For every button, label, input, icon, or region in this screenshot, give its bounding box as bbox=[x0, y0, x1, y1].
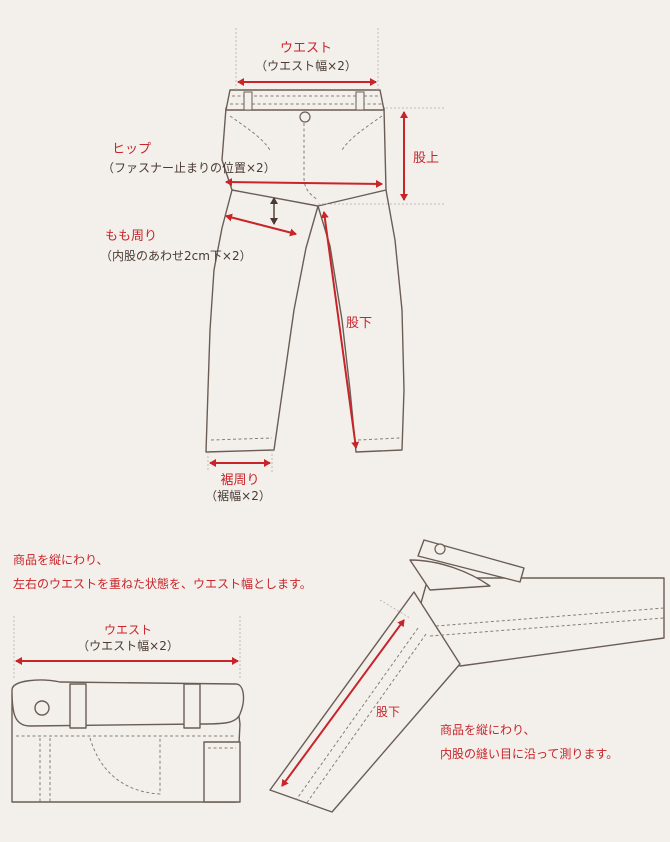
inseam-instruction-line-1: 商品を縦にわり、 bbox=[440, 722, 536, 737]
belt-loop bbox=[243, 91, 253, 111]
inseam-arrow bbox=[320, 211, 360, 449]
belt-loop bbox=[355, 91, 365, 111]
hip-label: ヒップ bbox=[112, 142, 151, 157]
folded-leg-guide bbox=[379, 599, 411, 619]
waist-instruction-line-1: 商品を縦にわり、 bbox=[13, 552, 109, 567]
button-icon bbox=[299, 111, 311, 123]
hem-note: （裾幅×2） bbox=[205, 488, 271, 503]
waist-note: （ウエスト幅×2） bbox=[255, 58, 357, 73]
hip-note: （ファスナー止まりの位置×2） bbox=[102, 160, 276, 175]
hem-label: 裾周り bbox=[220, 473, 259, 488]
button-icon bbox=[434, 543, 446, 555]
folded-inseam-arrow bbox=[281, 619, 405, 787]
guide-lines bbox=[207, 28, 445, 472]
waist-instruction-line-2: 左右のウエストを重ねた状態を、ウエスト幅とします。 bbox=[13, 576, 312, 591]
waist-closeup-stitching bbox=[16, 735, 236, 802]
waist-closeup-illustration bbox=[11, 679, 245, 803]
thigh-label: もも周り bbox=[105, 229, 157, 244]
waist-closeup-guides bbox=[13, 616, 241, 680]
waist-closeup-note: （ウエスト幅×2） bbox=[77, 638, 179, 653]
inseam-instruction-line-2: 内股の縫い目に沿って測ります。 bbox=[440, 746, 618, 761]
waist-closeup-label: ウエスト bbox=[104, 623, 152, 637]
trousers-front-illustration bbox=[205, 89, 405, 453]
thigh-note: （内股のあわせ2cm下×2） bbox=[100, 249, 252, 263]
hip-arrow bbox=[225, 178, 383, 188]
inseam-label: 股下 bbox=[346, 316, 372, 331]
folded-inseam-label: 股下 bbox=[376, 705, 400, 719]
thigh-arrow bbox=[225, 213, 297, 237]
button-icon bbox=[34, 700, 50, 716]
rise-label: 股上 bbox=[413, 151, 439, 166]
waist-label: ウエスト bbox=[280, 41, 332, 56]
